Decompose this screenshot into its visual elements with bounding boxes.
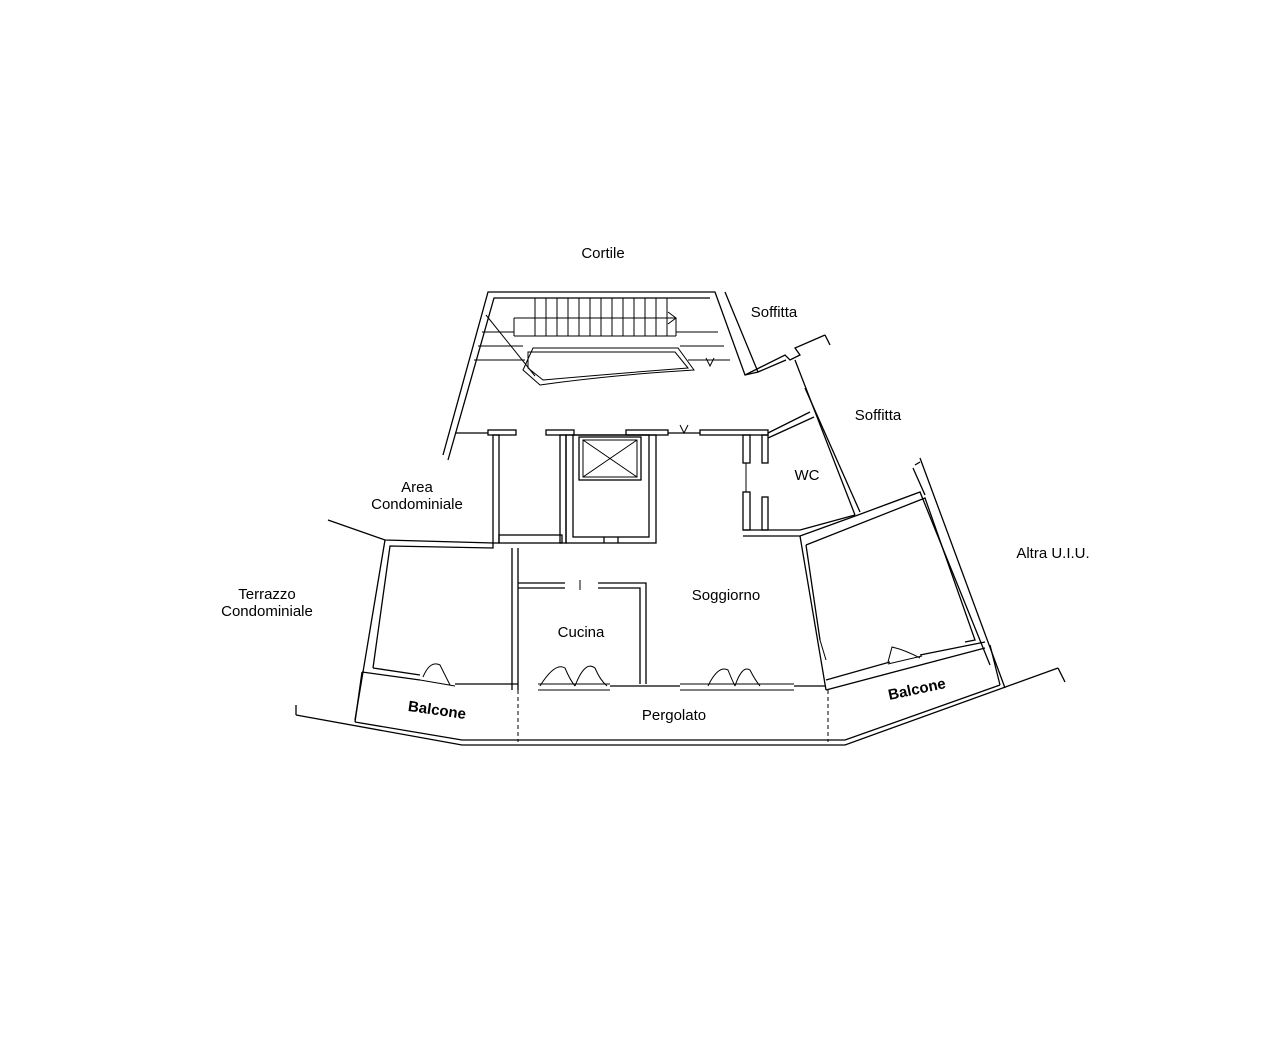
label-soffitta-top: Soffitta: [750, 304, 798, 321]
balcony-band: [295, 644, 1066, 746]
soggiorno-front: [610, 668, 826, 691]
wc-room: [742, 434, 856, 537]
altra-uiu-wall: [912, 457, 1006, 689]
label-soffitta-right: Soffitta: [854, 407, 902, 424]
label-area-condominiale: Area Condominiale: [371, 479, 463, 513]
kitchen: [518, 580, 647, 691]
stair-treads: [474, 298, 730, 361]
soffitta-wall: [744, 334, 861, 516]
stairwell: [442, 291, 759, 461]
label-altra-uiu: Altra U.I.U.: [1016, 545, 1090, 562]
label-cucina: Cucina: [557, 624, 605, 641]
closets-and-elevator: [492, 434, 657, 544]
label-wc: WC: [794, 467, 820, 484]
left-room: [327, 519, 519, 721]
corridor-wall: [455, 411, 815, 439]
label-cortile: Cortile: [581, 245, 625, 262]
label-pergolato: Pergolato: [641, 707, 707, 724]
label-soggiorno: Soggiorno: [691, 587, 761, 604]
right-room: [799, 491, 991, 691]
label-terrazzo-condominiale: Terrazzo Condominiale: [221, 586, 313, 620]
